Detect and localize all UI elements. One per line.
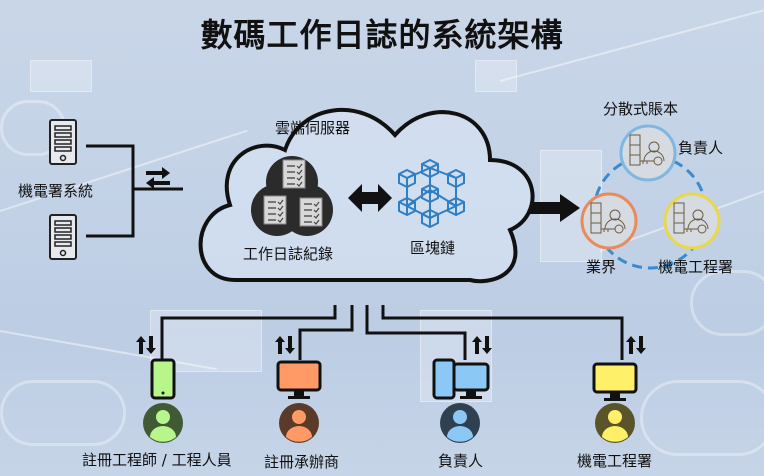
worklog-records-icon (251, 156, 333, 236)
monitor-icon (592, 362, 638, 401)
ledger-node-responsible (619, 124, 677, 182)
ledger-node-industry (580, 192, 638, 250)
avatar-icon (595, 403, 635, 443)
phone-and-monitor-icon (432, 358, 490, 400)
avatar-icon (143, 403, 183, 443)
ledger-node-label: 機電工程署 (658, 258, 734, 276)
left-system-label: 機電署系統 (18, 182, 94, 200)
user-label: 註冊工程師 / 工程人員 (82, 451, 232, 469)
server-connector-lines (86, 144, 183, 238)
page-title: 數碼工作日誌的系統架構 (200, 16, 564, 54)
avatar-icon (440, 403, 480, 443)
cloud-server-label: 雲端伺服器 (275, 119, 351, 137)
device-connector-lines (160, 305, 624, 360)
updown-arrows (136, 336, 646, 354)
phone-icon (150, 358, 176, 400)
blockchain-icon (398, 159, 465, 228)
user-label: 註冊承辦商 (264, 453, 340, 471)
worklog-label: 工作日誌紀錄 (243, 245, 334, 263)
right-arrow-icon (530, 194, 580, 222)
server-icon (49, 119, 77, 165)
ledger-node-emsd (663, 192, 721, 250)
avatar-icon (279, 403, 319, 443)
ledger-title: 分散式賬本 (603, 100, 679, 118)
ledger-node-label: 業界 (586, 258, 617, 276)
user-label: 機電工程署 (577, 452, 653, 470)
server-icon (49, 214, 77, 260)
monitor-icon (276, 360, 322, 399)
exchange-arrows-icon (146, 167, 170, 189)
user-label: 負責人 (438, 452, 484, 470)
ledger-node-label: 負責人 (678, 139, 724, 157)
blockchain-label: 區塊鏈 (410, 239, 456, 257)
bidirectional-arrow-icon (348, 184, 392, 212)
